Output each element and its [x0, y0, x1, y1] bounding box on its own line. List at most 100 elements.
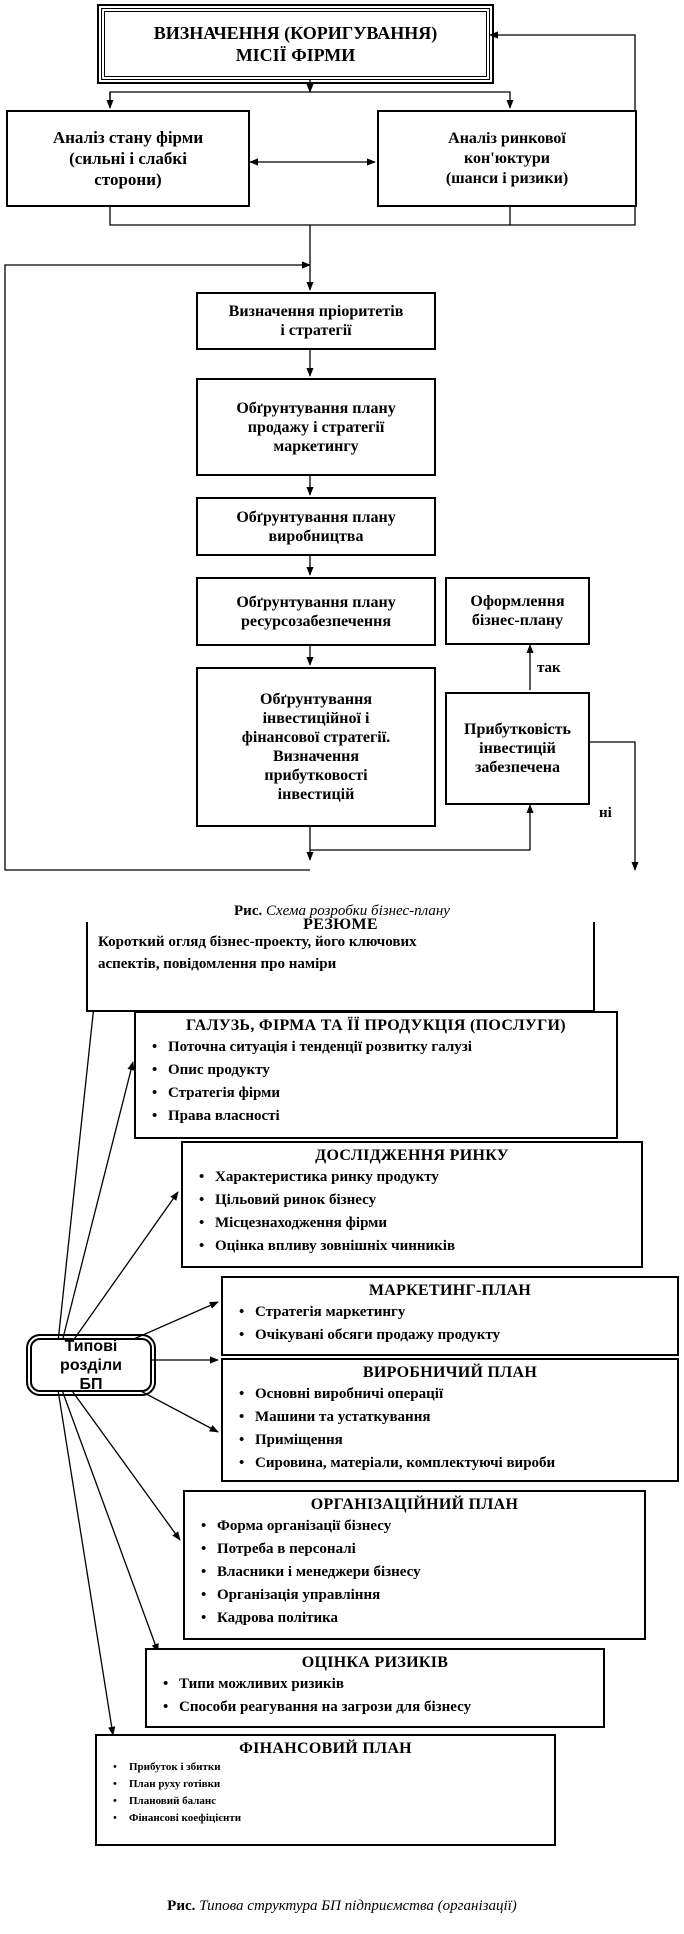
step-4-line-2: ресурсозабезпечення: [241, 612, 391, 630]
section-financial-list: Прибуток і збитки План руху готівки План…: [107, 1759, 544, 1827]
final-plan-box: Оформлення бізнес-плану: [445, 577, 590, 645]
step-5-line-6: інвестицій: [277, 786, 355, 803]
step-2-line-1: Обґрунтування плану: [236, 399, 396, 417]
section-risk-title: ОЦІНКА РИЗИКІВ: [301, 1654, 449, 1671]
hub-line-1: Типові розділи: [60, 1337, 122, 1374]
caption-1-text: Схема розробки бізнес-плану: [265, 903, 450, 919]
analysis-firm-box: Аналіз стану фірми (сильні і слабкі стор…: [6, 110, 250, 207]
step-3-line-1: Обґрунтування плану: [236, 508, 396, 526]
step-investment-box: Обґрунтування інвестиційної і фінансової…: [196, 667, 436, 827]
section-marketing-plan: МАРКЕТИНГ-ПЛАН Стратегія маркетингу Очік…: [221, 1276, 679, 1356]
analysis-firm-line-1: Аналіз стану фірми: [52, 128, 204, 147]
section-organizational-title: ОРГАНІЗАЦІЙНИЙ ПЛАН: [310, 1496, 519, 1513]
section-financial-plan: ФІНАНСОВИЙ ПЛАН Прибуток і збитки План р…: [95, 1734, 556, 1846]
list-item: Способи реагування на загрози для бізнес…: [163, 1696, 593, 1719]
section-financial-title: ФІНАНСОВИЙ ПЛАН: [239, 1740, 412, 1757]
step-5-line-3: фінансової стратегії.: [241, 729, 391, 746]
analysis-market-line-3: (шанси і ризики): [445, 169, 569, 187]
step-1-line-1: Визначення пріоритетів: [228, 303, 404, 320]
step-5-line-2: інвестиційної і: [262, 710, 370, 727]
mission-line-1: ВИЗНАЧЕННЯ (КОРИГУВАННЯ): [153, 23, 438, 43]
list-item: Характеристика ринку продукту: [199, 1166, 631, 1189]
section-marketing-title: МАРКЕТИНГ-ПЛАН: [368, 1282, 532, 1299]
list-item: Кадрова політика: [201, 1607, 634, 1630]
list-item: Цільовий ринок бізнесу: [199, 1189, 631, 1212]
mission-line-2: МІСІЇ ФІРМИ: [235, 45, 356, 65]
section-market-title: ДОСЛІДЖЕННЯ РИНКУ: [315, 1147, 509, 1164]
list-item: Опис продукту: [152, 1059, 606, 1082]
step-2-line-2: продажу і стратегії: [247, 418, 385, 436]
list-item: Права власності: [152, 1105, 606, 1128]
list-item: Очікувані обсяги продажу продукту: [239, 1324, 667, 1347]
section-risk-list: Типи можливих ризиків Способи реагування…: [157, 1673, 593, 1719]
step-5-line-5: прибутковості: [264, 767, 368, 784]
hub-typical-sections: Типові розділи БП: [26, 1334, 156, 1396]
list-item: Плановий баланс: [113, 1793, 544, 1810]
step-resources-box: Обґрунтування плану ресурсозабезпечення: [196, 577, 436, 646]
final-line-1: Оформлення: [470, 593, 565, 610]
list-item: Сировина, матеріали, комплектуючі вироби: [239, 1452, 667, 1475]
step-production-box: Обґрунтування плану виробництва: [196, 497, 436, 556]
section-industry-list: Поточна ситуація і тенденції розвитку га…: [146, 1036, 606, 1128]
section-production-plan: ВИРОБНИЧИЙ ПЛАН Основні виробничі операц…: [221, 1358, 679, 1482]
section-production-list: Основні виробничі операції Машини та уст…: [233, 1383, 667, 1475]
analysis-market-line-2: кон'юктури: [464, 149, 550, 167]
list-item: План руху готівки: [113, 1776, 544, 1793]
hub-line-2: БП: [79, 1375, 103, 1393]
list-item: Оцінка впливу зовнішніх чинників: [199, 1235, 631, 1258]
final-line-2: бізнес-плану: [471, 612, 564, 629]
caption-2-text: Типова структура БП підприємства (органі…: [199, 1898, 517, 1914]
mission-box: ВИЗНАЧЕННЯ (КОРИГУВАННЯ) МІСІЇ ФІРМИ: [97, 4, 494, 84]
analysis-market-box: Аналіз ринкової кон'юктури (шанси і ризи…: [377, 110, 637, 207]
section-organizational-list: Форма організації бізнесу Потреба в перс…: [195, 1515, 634, 1630]
list-item: Основні виробничі операції: [239, 1383, 667, 1406]
section-organizational-plan: ОРГАНІЗАЦІЙНИЙ ПЛАН Форма організації бі…: [183, 1490, 646, 1640]
step-2-line-3: маркетингу: [273, 437, 359, 455]
list-item: Місцезнаходження фірми: [199, 1212, 631, 1235]
section-marketing-list: Стратегія маркетингу Очікувані обсяги пр…: [233, 1301, 667, 1347]
decision-line-2: інвестицій: [479, 740, 556, 757]
list-item: Прибуток і збитки: [113, 1759, 544, 1776]
section-resume: РЕЗЮМЕ Короткий огляд бізнес-проекту, йо…: [86, 916, 595, 1012]
resume-text-line-2: аспектів, повідомлення про наміри: [98, 956, 337, 972]
list-item: Потреба в персоналі: [201, 1538, 634, 1561]
caption-1-prefix: Рис.: [234, 903, 263, 919]
resume-text-line-1: Короткий огляд бізнес-проекту, його ключ…: [98, 934, 417, 950]
section-risk-assessment: ОЦІНКА РИЗИКІВ Типи можливих ризиків Спо…: [145, 1648, 605, 1728]
list-item: Машини та устаткування: [239, 1406, 667, 1429]
step-1-line-2: і стратегії: [280, 322, 352, 339]
yes-label: так: [537, 660, 561, 676]
decision-box: Прибутковість інвестицій забезпечена: [445, 692, 590, 805]
list-item: Фінансові коефіцієнти: [113, 1810, 544, 1827]
step-3-line-2: виробництва: [268, 527, 364, 545]
step-sales-box: Обґрунтування плану продажу і стратегії …: [196, 378, 436, 476]
list-item: Власники і менеджери бізнесу: [201, 1561, 634, 1584]
decision-line-3: забезпечена: [474, 759, 560, 776]
no-label: ні: [599, 805, 612, 821]
resume-text: Короткий огляд бізнес-проекту, його ключ…: [98, 931, 583, 975]
section-industry: ГАЛУЗЬ, ФІРМА ТА ЇЇ ПРОДУКЦІЯ (ПОСЛУГИ) …: [134, 1011, 618, 1139]
section-market-list: Характеристика ринку продукту Цільовий р…: [193, 1166, 631, 1258]
list-item: Організація управління: [201, 1584, 634, 1607]
list-item: Поточна ситуація і тенденції розвитку га…: [152, 1036, 606, 1059]
resume-title: РЕЗЮМЕ: [303, 916, 378, 929]
list-item: Стратегія маркетингу: [239, 1301, 667, 1324]
step-priorities-box: Визначення пріоритетів і стратегії: [196, 292, 436, 350]
section-market-research: ДОСЛІДЖЕННЯ РИНКУ Характеристика ринку п…: [181, 1141, 643, 1268]
list-item: Приміщення: [239, 1429, 667, 1452]
decision-line-1: Прибутковість: [464, 721, 571, 738]
section-industry-title: ГАЛУЗЬ, ФІРМА ТА ЇЇ ПРОДУКЦІЯ (ПОСЛУГИ): [186, 1017, 566, 1034]
list-item: Типи можливих ризиків: [163, 1673, 593, 1696]
list-item: Стратегія фірми: [152, 1082, 606, 1105]
caption-2-prefix: Рис.: [167, 1898, 196, 1914]
caption-1: Рис. Схема розробки бізнес-плану: [0, 903, 684, 920]
analysis-firm-line-3: сторони): [94, 170, 162, 189]
list-item: Форма організації бізнесу: [201, 1515, 634, 1538]
step-5-line-4: Визначення: [272, 748, 360, 765]
section-production-title: ВИРОБНИЧИЙ ПЛАН: [362, 1364, 538, 1381]
step-5-line-1: Обґрунтування: [260, 691, 372, 708]
step-4-line-1: Обґрунтування плану: [236, 593, 396, 611]
analysis-market-line-1: Аналіз ринкової: [448, 129, 566, 147]
analysis-firm-line-2: (сильні і слабкі: [69, 149, 187, 168]
